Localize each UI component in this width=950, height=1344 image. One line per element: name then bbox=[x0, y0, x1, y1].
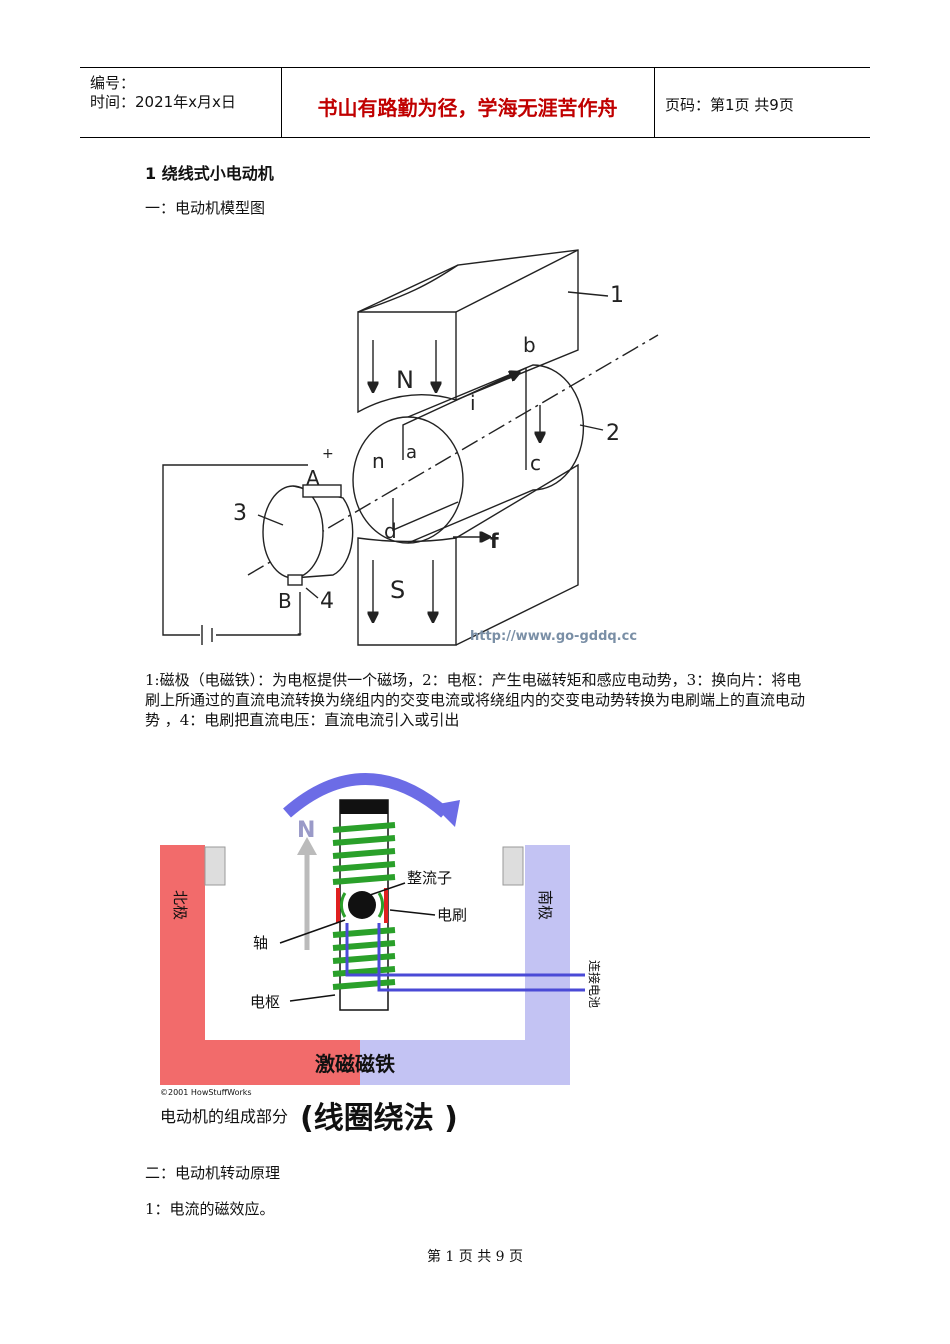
watermark: http://www.go-gddq.cc bbox=[470, 629, 637, 644]
label-n: n bbox=[372, 449, 385, 473]
header-left-cell: 编号： 时间：2021年x月x日 bbox=[80, 68, 282, 137]
commutator-label: 整流子 bbox=[407, 869, 452, 887]
figure-2-caption-big: (线圈绕法 ) bbox=[300, 1101, 458, 1136]
label-1: 1 bbox=[610, 283, 624, 308]
figure-1-legend: 1:磁极（电磁铁）：为电枢提供一个磁场，2：电枢：产生电磁转矩和感应电动势，3：… bbox=[145, 671, 806, 729]
magnet-label: 激磁磁铁 bbox=[315, 1052, 395, 1076]
motor-components-figure: N 整流子 电刷 轴 电枢 北极 南极 bbox=[155, 755, 635, 1150]
north-pole-label: 北极 bbox=[171, 890, 189, 920]
item-1: 1：电流的磁效应。 bbox=[145, 1200, 275, 1218]
label-S: S bbox=[390, 576, 405, 604]
label-2: 2 bbox=[606, 421, 620, 446]
page-info: 页码：第1页 共9页 bbox=[665, 96, 794, 114]
motor-components-drawing: N 整流子 电刷 轴 电枢 北极 南极 bbox=[160, 773, 602, 1085]
section-2-heading: 二：电动机转动原理 bbox=[145, 1164, 281, 1182]
time-label: 时间：2021年x月x日 bbox=[90, 93, 236, 111]
north-arrow-label: N bbox=[297, 818, 315, 843]
motto: 书山有路勤为径，学海无涯苦作舟 bbox=[317, 96, 618, 120]
north-pole-shape bbox=[160, 845, 360, 1085]
section-1-heading: 一：电动机模型图 bbox=[145, 199, 266, 217]
south-pole-label: 南极 bbox=[536, 890, 554, 920]
label-B: B bbox=[278, 589, 292, 613]
motor-model-figure: 1 2 3 4 N S a b c d n i f A B + - http:/… bbox=[162, 249, 659, 646]
armature-label: 电枢 bbox=[250, 993, 280, 1011]
header-center-cell: 书山有路勤为径，学海无涯苦作舟 bbox=[281, 68, 655, 137]
page-footer: 第 1 页 共 9 页 bbox=[426, 1249, 524, 1265]
header-table: 编号： 时间：2021年x月x日 书山有路勤为径，学海无涯苦作舟 页码：第1页 … bbox=[80, 67, 870, 138]
label-c: c bbox=[530, 451, 541, 475]
battery-label: 连接电池 bbox=[587, 960, 602, 1008]
top-pole-top bbox=[357, 249, 579, 401]
copyright: ©2001 HowStuffWorks bbox=[160, 1088, 252, 1097]
header-right-cell: 页码：第1页 共9页 bbox=[655, 68, 870, 137]
shaft-label: 轴 bbox=[253, 934, 268, 952]
label-d: d bbox=[384, 519, 397, 543]
label-minus: - bbox=[297, 626, 302, 642]
label-b: b bbox=[523, 333, 536, 357]
label-N: N bbox=[396, 366, 414, 394]
figure-2-caption: 电动机的组成部分 bbox=[160, 1107, 289, 1126]
label-f: f bbox=[490, 529, 499, 553]
label-plus: + bbox=[322, 446, 334, 462]
label-i: i bbox=[470, 391, 476, 415]
label-4: 4 bbox=[320, 589, 334, 614]
south-pole-shape bbox=[360, 845, 570, 1085]
brush-label: 电刷 bbox=[437, 906, 467, 924]
label-A: A bbox=[306, 466, 320, 490]
label-a: a bbox=[406, 442, 417, 463]
label-3: 3 bbox=[233, 501, 247, 526]
doc-title: 1 绕线式小电动机 bbox=[145, 164, 274, 183]
number-label: 编号： bbox=[90, 74, 136, 92]
